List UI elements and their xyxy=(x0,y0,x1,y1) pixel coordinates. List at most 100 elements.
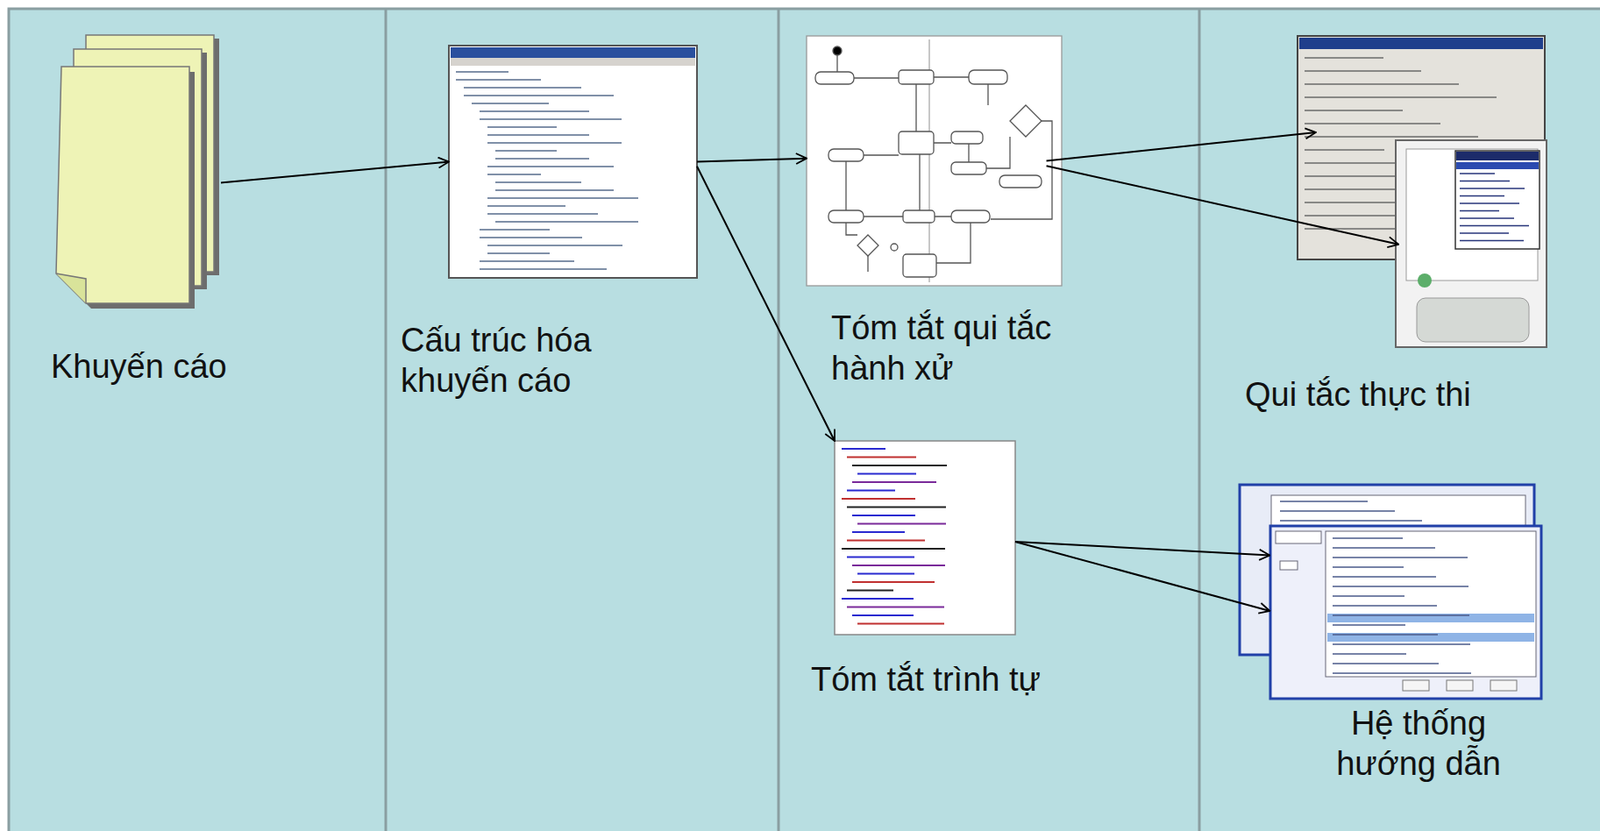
illustration-stroke xyxy=(841,497,916,500)
illustration-stroke xyxy=(1280,519,1423,522)
column-divider xyxy=(777,8,781,831)
illustration-stroke xyxy=(1459,202,1520,205)
illustration-stroke xyxy=(852,564,946,567)
illustration-stroke xyxy=(1304,201,1404,204)
illustration-stroke xyxy=(1459,240,1524,242)
illustration-stroke xyxy=(1332,585,1469,587)
illustration-stroke xyxy=(495,220,639,223)
illustration-stroke xyxy=(852,514,916,517)
illustration-stroke xyxy=(463,94,614,97)
illustration-stroke xyxy=(1304,96,1497,99)
illustration-stroke xyxy=(487,134,590,136)
illustration-stroke xyxy=(1332,624,1406,626)
caption-text: Cấu trúc hóa khuyến cáo xyxy=(400,320,664,401)
illustration-stroke xyxy=(455,71,509,73)
arrow-connector xyxy=(1015,541,1270,612)
illustration-stroke xyxy=(841,547,946,550)
illustration-stroke xyxy=(487,165,614,168)
illustration-stroke xyxy=(479,268,607,271)
illustration-stroke xyxy=(1304,149,1385,151)
illustration-stroke xyxy=(857,472,917,475)
illustration-stroke xyxy=(1332,604,1437,606)
illustration-stroke xyxy=(1332,662,1439,664)
illustration-stroke xyxy=(852,481,937,484)
illustration-stroke xyxy=(479,236,583,239)
illustration-stroke xyxy=(1332,547,1436,548)
illustration-stroke xyxy=(1459,232,1509,235)
illustration-stroke xyxy=(1459,217,1515,220)
execution-rules-node: Qui tắc thực thi xyxy=(1295,35,1547,348)
illustration-stroke xyxy=(487,142,622,144)
illustration-stroke xyxy=(841,597,914,600)
illustration-stroke xyxy=(487,252,550,255)
illustration-stroke xyxy=(852,614,914,617)
caption-text: Tóm tắt qui tắc hành xử xyxy=(831,308,1130,389)
illustration-stroke xyxy=(471,102,549,105)
illustration-stroke xyxy=(846,505,946,508)
illustration-stroke xyxy=(495,189,614,192)
illustration-stroke xyxy=(479,228,550,231)
document-node: Khuyến cáo xyxy=(56,35,221,309)
illustration-stroke xyxy=(1304,109,1403,112)
flowchart-image xyxy=(806,35,1062,286)
illustration-stroke xyxy=(1304,70,1422,72)
caption-text: Qui tắc thực thi xyxy=(1244,375,1472,416)
arrow-connector xyxy=(1046,132,1316,161)
illustration-stroke xyxy=(487,244,623,247)
illustration-stroke xyxy=(846,555,915,558)
illustration-stroke xyxy=(1459,210,1500,213)
illustration-stroke xyxy=(1332,614,1470,616)
caption-text: Khuyến cáo xyxy=(50,347,228,388)
illustration-stroke xyxy=(846,539,925,541)
illustration-stroke xyxy=(487,197,639,200)
xml-listing-image xyxy=(834,440,1016,635)
illustration-stroke xyxy=(846,455,917,458)
illustration-stroke xyxy=(846,605,945,608)
illustration-stroke xyxy=(455,78,541,81)
illustration-stroke xyxy=(1280,510,1395,512)
illustration-stroke xyxy=(857,622,945,625)
illustration-stroke xyxy=(1459,195,1505,198)
tree-editor-screenshot xyxy=(448,45,697,278)
illustration-stroke xyxy=(487,213,598,215)
illustration-stroke xyxy=(487,173,541,176)
illustration-stroke xyxy=(841,448,886,450)
illustration-stroke xyxy=(846,489,896,491)
illustration-stroke xyxy=(1459,187,1525,190)
column-divider xyxy=(384,8,388,831)
arrow-connector xyxy=(1046,165,1400,245)
illustration-stroke xyxy=(479,260,575,263)
illustration-stroke xyxy=(487,205,566,207)
illustration-stroke xyxy=(1332,566,1404,568)
illustration-stroke xyxy=(1304,135,1479,138)
illustration-stroke xyxy=(1280,500,1368,503)
illustration-stroke xyxy=(495,149,557,152)
illustration-stroke xyxy=(857,572,915,575)
illustration-stroke xyxy=(1332,576,1437,577)
illustration-stroke xyxy=(1332,595,1405,597)
illustration-stroke xyxy=(1304,56,1384,59)
illustration-stroke xyxy=(1332,537,1403,539)
illustration-stroke xyxy=(846,589,894,591)
illustration-stroke xyxy=(852,581,935,584)
illustration-stroke xyxy=(1304,83,1459,86)
illustration-stroke xyxy=(852,464,947,467)
illustration-stroke xyxy=(463,86,582,89)
illustration-stroke xyxy=(487,126,557,128)
panel-ground xyxy=(8,8,1600,831)
caption-text: Tóm tắt trình tự xyxy=(810,660,1041,701)
document-stack-icon xyxy=(56,35,220,309)
illustration-stroke xyxy=(495,181,582,184)
arrow-connector xyxy=(696,158,807,163)
illustration-stroke xyxy=(857,522,946,525)
illustration-stroke xyxy=(1332,653,1407,655)
behavior-rules-node: Tóm tắt qui tắc hành xử xyxy=(806,35,1062,286)
guidance-system-node: Hệ thống hướng dẫn xyxy=(1239,484,1542,699)
illustration-stroke xyxy=(1304,122,1441,125)
illustration-stroke xyxy=(852,531,905,534)
arrow-connector xyxy=(696,166,835,441)
column-divider xyxy=(1198,8,1202,831)
illustration-stroke xyxy=(479,118,622,121)
illustration-stroke xyxy=(1332,633,1438,635)
